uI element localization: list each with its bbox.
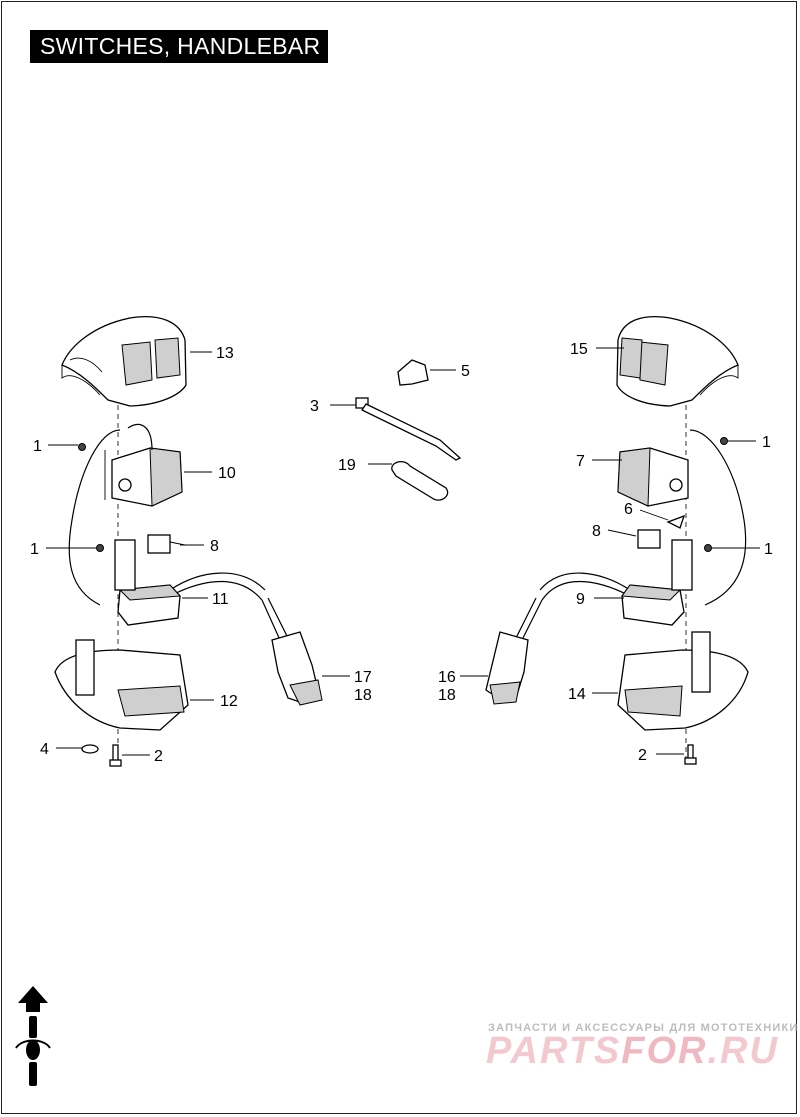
callout-19: 19: [338, 457, 356, 474]
callout-10: 10: [218, 465, 236, 482]
sleeve-19: [391, 460, 449, 501]
left-lower-housing: [54, 639, 189, 731]
callout-8-left: 8: [210, 538, 219, 555]
right-wire-harness: [539, 572, 631, 591]
watermark-subtitle: ЗАПЧАСТИ И АКСЕССУАРЫ ДЛЯ МОТОТЕХНИКИ: [488, 1022, 799, 1034]
callout-9: 9: [576, 591, 585, 608]
callout-15: 15: [570, 341, 588, 358]
left-switch-assembly: [104, 447, 183, 507]
right-lever-post: [671, 539, 693, 591]
left-screw-mid: [96, 544, 104, 552]
callout-16: 16: [438, 669, 456, 686]
right-lower-housing: [617, 631, 749, 731]
left-connector-8: [147, 534, 186, 554]
page-title: SWITCHES, HANDLEBAR: [30, 30, 328, 63]
left-wire-loop-outer: [68, 429, 121, 606]
right-switch-9: [621, 584, 685, 626]
right-plug-connector: [485, 597, 543, 705]
callout-4: 4: [40, 741, 49, 758]
callout-18-right: 18: [438, 687, 456, 704]
left-screw-bottom: [109, 744, 122, 767]
callout-7: 7: [576, 453, 585, 470]
callout-2-left: 2: [154, 748, 163, 765]
right-switch-assembly: [617, 447, 689, 507]
left-screw-top: [78, 443, 86, 451]
callout-3: 3: [310, 398, 319, 415]
right-wire-loop-outer: [689, 429, 747, 606]
front-arrow-motorcycle-icon: [15, 986, 51, 1086]
callout-17: 17: [354, 669, 372, 686]
right-part-6: [666, 514, 686, 529]
right-connector-8: [637, 529, 661, 549]
watermark-brand: PARTSFOR.RU: [486, 1030, 779, 1073]
right-upper-housing: [616, 316, 739, 407]
callout-1-left-mid: 1: [30, 541, 39, 558]
left-switch-11: [117, 584, 182, 626]
callout-14: 14: [568, 686, 586, 703]
callout-18-left: 18: [354, 687, 372, 704]
right-wire-harness-2: [541, 581, 631, 601]
right-screw-bottom: [684, 744, 697, 765]
callout-8-right: 8: [592, 523, 601, 540]
left-washer: [81, 744, 99, 754]
watermark-brand-b: FOR: [621, 1030, 708, 1072]
left-wire-harness: [169, 572, 266, 591]
callout-1-right-top: 1: [762, 434, 771, 451]
clip-5: [397, 359, 429, 386]
right-screw-mid: [704, 544, 712, 552]
cable-tie-3: [355, 397, 462, 461]
left-plug-connector: [261, 597, 323, 706]
callout-1-right-mid: 1: [764, 541, 773, 558]
callout-2-right: 2: [638, 747, 647, 764]
watermark-brand-c: .RU: [707, 1030, 779, 1072]
callout-5: 5: [461, 363, 470, 380]
callout-12: 12: [220, 693, 238, 710]
left-upper-housing: [61, 316, 187, 407]
watermark-brand-a: PARTS: [486, 1030, 622, 1072]
callout-1-left-top: 1: [33, 438, 42, 455]
left-lever-post: [114, 539, 136, 591]
callout-13: 13: [216, 345, 234, 362]
left-wire-top: [127, 423, 153, 451]
leader-lines: [46, 347, 760, 756]
callout-11: 11: [212, 591, 229, 608]
right-screw-top: [720, 437, 728, 445]
left-wire-harness-2: [169, 581, 263, 601]
callout-6: 6: [624, 501, 633, 518]
